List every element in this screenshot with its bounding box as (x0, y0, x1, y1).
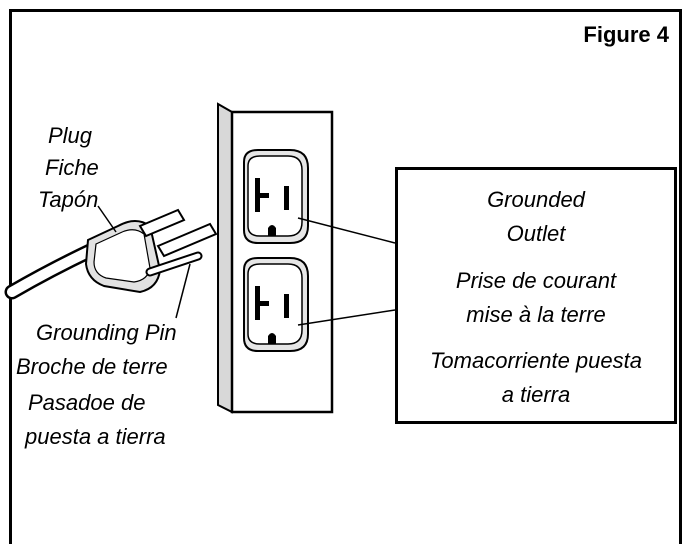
leader-line-top (297, 217, 396, 244)
receptacle-top (243, 149, 309, 244)
pin-label-es-line1: Pasadoe de (28, 390, 146, 415)
figure-frame (9, 9, 682, 544)
pin-pointer-line (175, 263, 191, 319)
outlet-callout-box (395, 167, 677, 424)
plug-label-en: Plug (48, 123, 93, 148)
outlet-label-fr-line1: Prise de courant (455, 268, 617, 293)
figure-title: Figure 4 (583, 22, 669, 47)
pin-label-es-line2: puesta a tierra (25, 424, 166, 449)
plug-label-fr: Fiche (45, 155, 99, 180)
outlet-label-en-line2: Outlet (506, 221, 566, 246)
plug-body (84, 208, 218, 294)
plug-pointer-line (97, 205, 117, 233)
receptacle-bottom (243, 257, 309, 352)
plug-label-es: Tapón (38, 187, 99, 212)
leader-line-bottom (297, 309, 396, 326)
outlet-label-es-line1: Tomacorriente puesta (430, 348, 642, 373)
outlet-label-es-line2: a tierra (501, 382, 571, 407)
outlet-label-fr-line2: mise à la terre (466, 302, 606, 327)
power-cord (4, 242, 100, 300)
pin-label-fr: Broche de terre (16, 354, 168, 379)
pin-label-en: Grounding Pin (36, 320, 177, 345)
outlet-label-en-line1: Grounded (487, 187, 585, 212)
